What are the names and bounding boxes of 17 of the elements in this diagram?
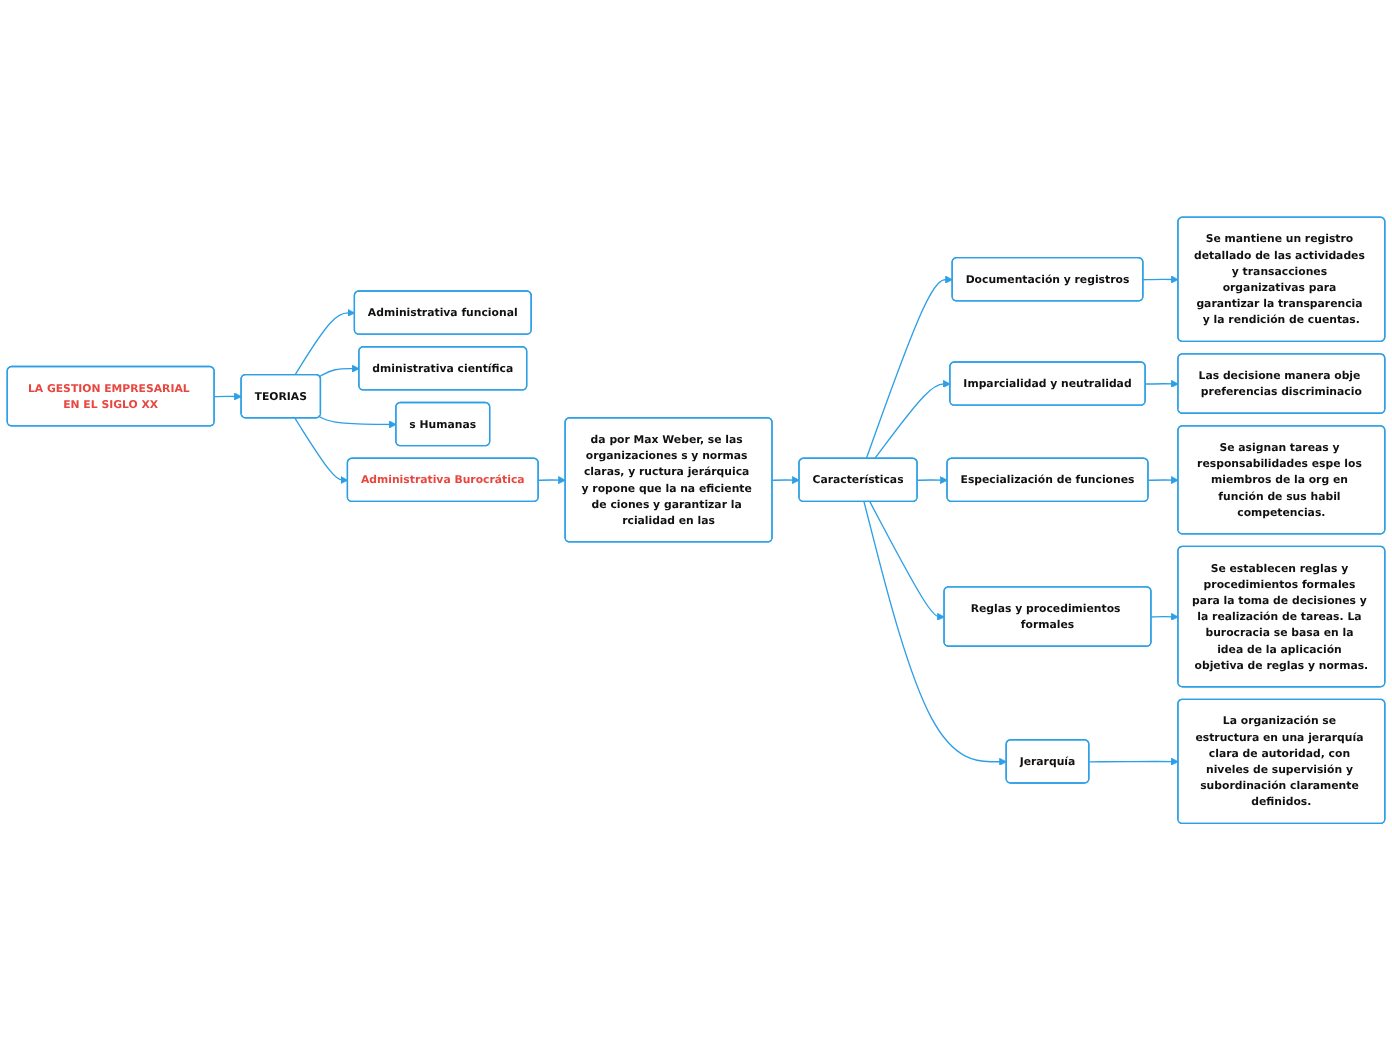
arrow bbox=[318, 364, 360, 377]
arrow bbox=[865, 275, 953, 460]
arrow bbox=[863, 500, 1007, 766]
arrow bbox=[537, 475, 566, 484]
arrow bbox=[869, 500, 945, 621]
arrow bbox=[874, 379, 951, 460]
arrow bbox=[1147, 475, 1179, 484]
arrow bbox=[771, 475, 800, 484]
arrow bbox=[1144, 379, 1179, 388]
arrow bbox=[318, 415, 397, 429]
arrow bbox=[213, 392, 242, 401]
arrow bbox=[1088, 757, 1179, 766]
arrow bbox=[294, 417, 349, 484]
arrow bbox=[1150, 612, 1179, 621]
arrow bbox=[294, 308, 356, 376]
arrow bbox=[1142, 275, 1179, 284]
arrow bbox=[916, 475, 948, 484]
